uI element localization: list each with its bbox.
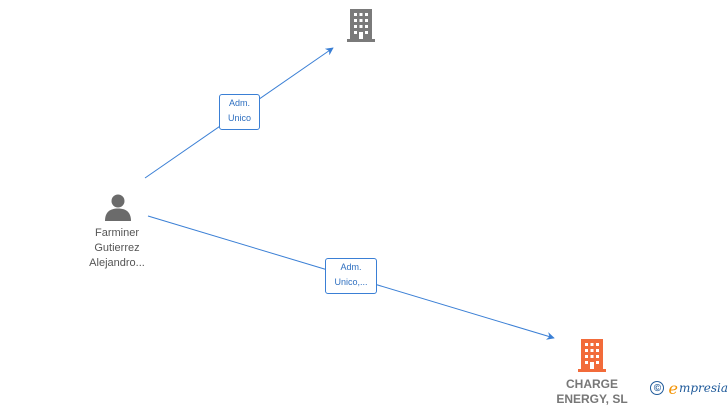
edge-label-role-2-line-1: Adm.	[340, 262, 362, 272]
brand-name: mpresia	[678, 381, 728, 395]
person-icon[interactable]	[103, 192, 133, 222]
person-name-line-1: Farminer	[94, 227, 139, 239]
edge-label-role-1: Adm. Unico	[219, 94, 260, 130]
person-name-line-3: Alejandro...	[89, 257, 145, 269]
brand-initial: e	[668, 378, 678, 398]
building-icon[interactable]	[346, 8, 376, 42]
building-icon[interactable]	[577, 338, 607, 372]
company-name-charge-energy[interactable]: CHARGE ENERGY, SL	[556, 377, 628, 406]
person-name-line-2: Gutierrez	[94, 242, 140, 254]
edge-label-role-2-line-2: Unico,...	[334, 277, 368, 287]
brand-logo: © e mpresia	[650, 378, 728, 398]
edge-label-role-1-line-2: Unico	[227, 113, 251, 123]
edge-label-role-2: Adm. Unico,...	[325, 258, 377, 294]
person-name[interactable]: Farminer Gutierrez Alejandro...	[68, 226, 166, 271]
edge-label-role-1-line-1: Adm.	[228, 98, 250, 108]
copyright-icon: ©	[650, 381, 665, 395]
